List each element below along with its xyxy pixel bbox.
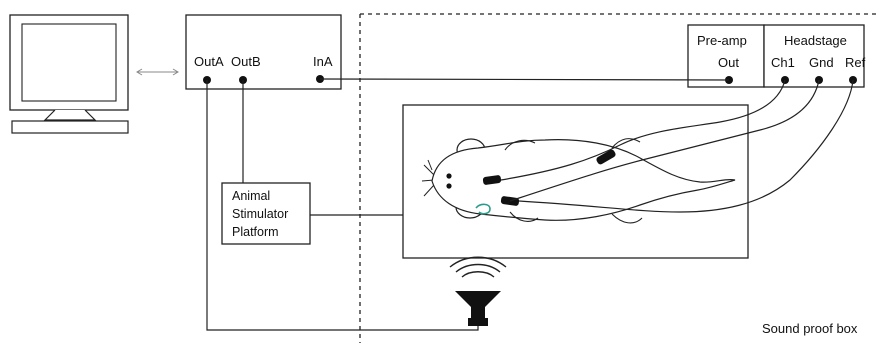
headstage-gnd-label: Gnd xyxy=(809,55,834,70)
bidirectional-arrow-icon xyxy=(136,68,179,76)
headstage-ref-label: Ref xyxy=(845,55,866,70)
ina-to-preamp-cable xyxy=(319,78,730,81)
stimulator-line-1: Animal xyxy=(232,189,270,203)
port-label-outb: OutB xyxy=(231,54,261,69)
mouse-icon xyxy=(421,138,736,224)
stimulator-line-2: Stimulator xyxy=(232,207,288,221)
acquisition-device: OutA OutB InA xyxy=(185,14,342,90)
port-label-outa: OutA xyxy=(194,54,224,69)
sound-proof-box-label: Sound proof box xyxy=(762,321,858,336)
headstage-ch1-label: Ch1 xyxy=(771,55,795,70)
port-label-ina: InA xyxy=(313,54,333,69)
preamp-out-label: Out xyxy=(718,55,739,70)
outa-to-speaker-cable xyxy=(206,80,479,331)
stimulator-line-3: Platform xyxy=(232,225,279,239)
ref-electrode-cable xyxy=(518,79,854,213)
computer-monitor-icon xyxy=(9,14,129,134)
preamp-title: Pre-amp xyxy=(697,33,747,48)
ch1-electrode-cable xyxy=(500,79,786,181)
gnd-electrode-cable xyxy=(509,79,820,202)
speaker-icon xyxy=(449,256,507,326)
preamp-headstage: Pre-amp Out Headstage Ch1 Gnd Ref xyxy=(687,24,866,88)
headstage-title: Headstage xyxy=(784,33,847,48)
sound-proof-box xyxy=(359,13,879,343)
animal-stimulator-platform: Animal Stimulator Platform xyxy=(221,182,311,245)
